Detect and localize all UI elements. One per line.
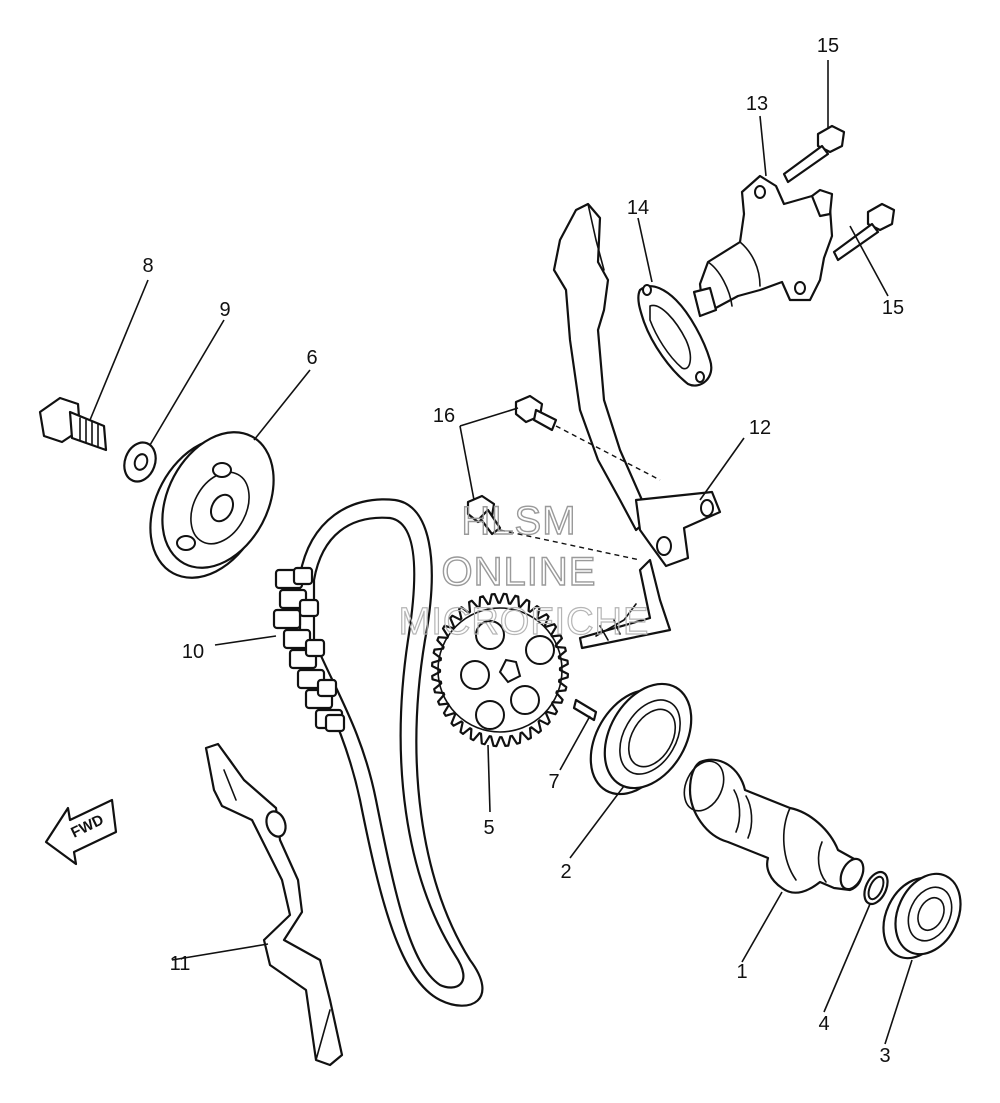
callout-tensioner-gasket: 14 — [627, 197, 649, 219]
bearing-large — [589, 682, 693, 796]
washer — [123, 441, 157, 483]
callout-bolt: 8 — [142, 255, 153, 277]
fwd-arrow-badge: FWD — [44, 798, 118, 866]
tensioner — [692, 174, 834, 318]
watermark-line-2: ONLINE — [442, 550, 597, 594]
callout-tensioner-bolt-lower: 15 — [882, 297, 904, 319]
callout-guide-bolts: 16 — [433, 405, 455, 427]
callout-tensioner: 13 — [746, 93, 768, 115]
callout-washer: 9 — [219, 299, 230, 321]
cam-chain — [272, 498, 484, 1007]
callout-bearing-small: 3 — [879, 1045, 890, 1067]
cam-sprocket — [431, 592, 569, 748]
tensioner-bolt-lower — [832, 202, 896, 262]
chain-guide-exhaust — [204, 742, 344, 1067]
callout-decompressor-plate: 6 — [306, 347, 317, 369]
guide-bolts — [466, 394, 661, 561]
bolt — [38, 396, 108, 452]
callout-cam-sprocket: 5 — [483, 817, 494, 839]
circlip — [863, 870, 889, 906]
watermark: HLSM ONLINE MICROFICHE — [398, 498, 650, 643]
bearing-small — [882, 872, 962, 960]
watermark-line-1: HLSM — [461, 499, 576, 543]
pin — [572, 698, 598, 722]
callout-chain-guide-intake: 12 — [749, 417, 771, 439]
watermark-line-3: MICROFICHE — [399, 601, 650, 643]
callout-chain-guide-exhaust: 11 — [170, 953, 191, 975]
callout-camshaft: 1 — [736, 961, 747, 983]
callout-labels: 1 2 3 4 5 6 7 8 9 10 11 12 13 14 15 15 1… — [142, 35, 904, 1067]
tensioner-gasket — [637, 284, 713, 387]
callout-circlip: 4 — [818, 1013, 829, 1035]
callout-tensioner-bolt-upper: 15 — [817, 35, 839, 57]
callout-cam-chain: 10 — [182, 641, 204, 663]
callout-pin: 7 — [548, 771, 559, 793]
callout-bearing-large: 2 — [560, 861, 571, 883]
tensioner-bolt-upper — [782, 124, 846, 184]
leader-lines — [89, 60, 913, 1045]
chain-guide-intake — [552, 202, 722, 650]
decompressor-plate — [149, 431, 275, 579]
camshaft — [683, 758, 865, 894]
